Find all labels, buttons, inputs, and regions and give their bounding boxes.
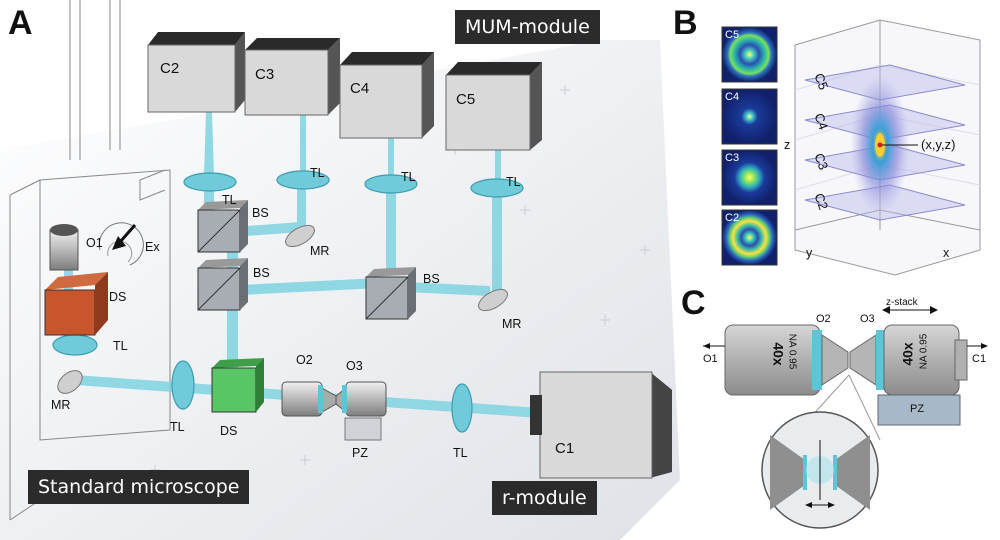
panel-c-label-o2: O2 bbox=[816, 313, 831, 325]
thumb-label-c2: C2 bbox=[725, 212, 740, 224]
panel-letter-b: B bbox=[673, 4, 698, 42]
camera-label-c1: C1 bbox=[555, 440, 575, 457]
label-tl-2: TL bbox=[310, 166, 325, 180]
dichroic-cube-green bbox=[211, 358, 264, 413]
thumb-label-c5: C5 bbox=[725, 29, 740, 41]
label-tl-5: TL bbox=[113, 339, 128, 353]
panel-b-psf bbox=[850, 75, 918, 215]
camera-label-c5: C5 bbox=[456, 91, 476, 108]
panel-b-thumbnails bbox=[721, 26, 778, 266]
panel-c-label-pz: PZ bbox=[910, 403, 925, 415]
label-o1: O1 bbox=[86, 236, 103, 250]
objective-mag-left: 40x bbox=[770, 342, 787, 366]
panel-c-zoom-inset bbox=[761, 411, 879, 529]
objective-mag-right: 40x bbox=[899, 342, 916, 366]
label-bs-1: BS bbox=[252, 206, 269, 220]
panel-c-objectives bbox=[703, 306, 988, 441]
point-label-xyz: (x,y,z) bbox=[921, 137, 956, 152]
label-mr-1: MR bbox=[310, 244, 330, 258]
camera-c4 bbox=[339, 52, 434, 139]
label-tl-6: TL bbox=[170, 420, 185, 434]
camera-c5 bbox=[445, 62, 542, 151]
z-stack-label: z-stack bbox=[886, 297, 918, 308]
objective-o1 bbox=[49, 224, 79, 271]
axis-label-z: z bbox=[784, 138, 791, 152]
label-pz: PZ bbox=[352, 446, 368, 460]
label-bs-2: BS bbox=[253, 266, 270, 280]
thumb-label-c4: C4 bbox=[725, 91, 740, 103]
objective-o3 bbox=[335, 381, 387, 441]
camera-label-c2: C2 bbox=[160, 60, 180, 77]
panel-c-label-o3: O3 bbox=[860, 313, 875, 325]
label-o2: O2 bbox=[296, 353, 313, 367]
axis-label-y: y bbox=[806, 246, 813, 260]
thumb-label-c3: C3 bbox=[725, 152, 740, 164]
dichroic-cube-orange bbox=[44, 272, 108, 336]
panel-letter-c: C bbox=[681, 284, 706, 322]
camera-label-c3: C3 bbox=[255, 66, 275, 83]
label-mr-3: MR bbox=[51, 398, 71, 412]
label-o3: O3 bbox=[346, 359, 363, 373]
label-tl-4: TL bbox=[506, 175, 521, 189]
tube-lenses bbox=[52, 170, 524, 433]
panel-c-label-o1: O1 bbox=[703, 353, 718, 365]
excitation-arrow bbox=[98, 222, 144, 266]
label-tl-3: TL bbox=[401, 170, 416, 184]
standard-microscope-tag: Standard microscope bbox=[28, 470, 250, 504]
label-ex: Ex bbox=[145, 240, 160, 254]
label-mr-2: MR bbox=[502, 317, 522, 331]
label-bs-3: BS bbox=[423, 272, 440, 286]
label-ds-1: DS bbox=[109, 290, 127, 304]
beamsplitters bbox=[197, 200, 416, 320]
axis-label-x: x bbox=[943, 246, 950, 260]
camera-c2 bbox=[147, 32, 245, 113]
camera-c3 bbox=[244, 38, 340, 116]
mum-module-tag: MUM-module bbox=[455, 10, 600, 44]
panel-c-label-c1: C1 bbox=[972, 353, 987, 365]
camera-c1 bbox=[530, 371, 672, 479]
label-tl-1: TL bbox=[222, 193, 237, 207]
label-ds-2: DS bbox=[220, 424, 238, 438]
panel-letter-a: A bbox=[8, 4, 33, 42]
mirrors bbox=[57, 224, 508, 394]
label-tl-7: TL bbox=[453, 446, 468, 460]
r-module-tag: r-module bbox=[492, 481, 597, 515]
objective-o2 bbox=[281, 381, 337, 417]
camera-label-c4: C4 bbox=[350, 80, 370, 97]
objective-na-left: NA 0.95 bbox=[786, 333, 798, 370]
objective-na-right: NA 0.95 bbox=[918, 333, 930, 370]
